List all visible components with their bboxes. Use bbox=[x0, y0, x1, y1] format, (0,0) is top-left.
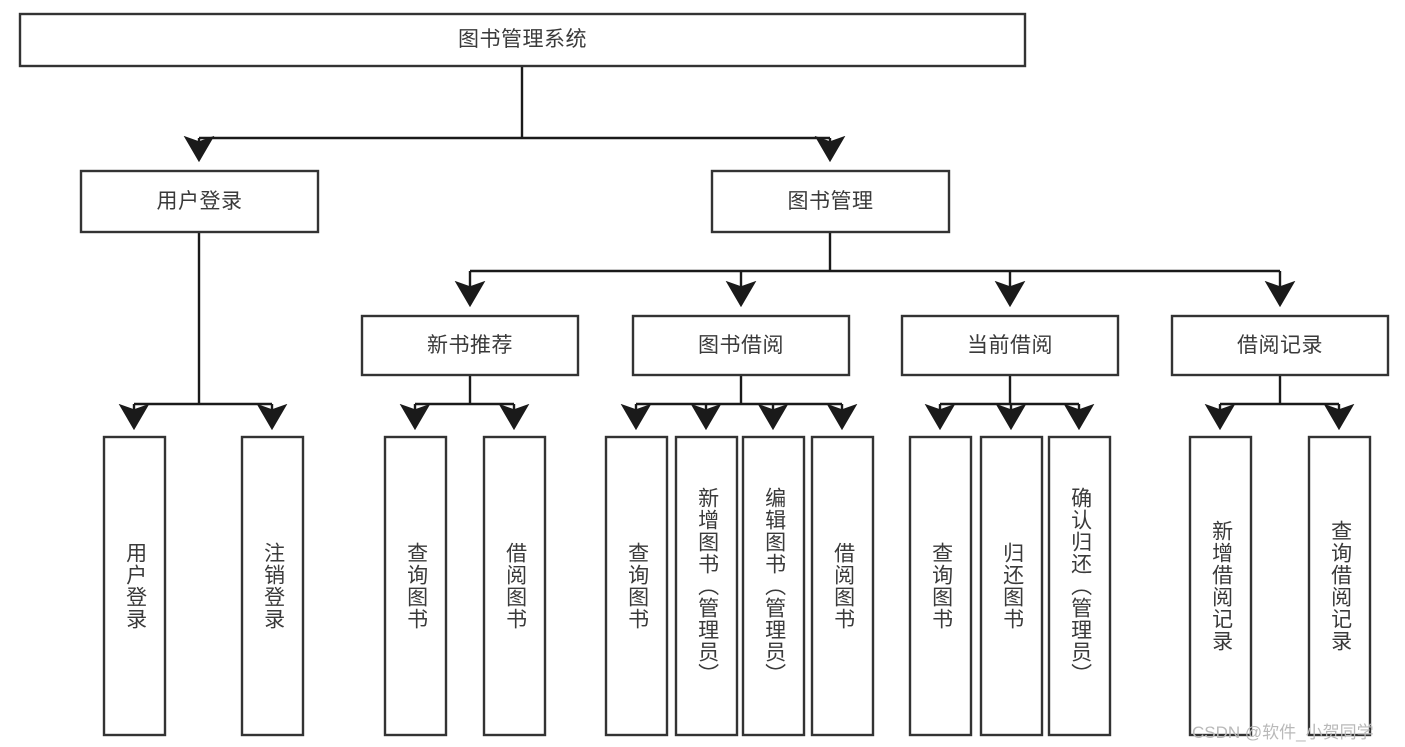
node-box-leaf-logout[interactable] bbox=[240, 435, 305, 737]
watermark: CSDN @软件_小贺同学 bbox=[1192, 723, 1374, 742]
node-box-book-borrow[interactable] bbox=[631, 314, 851, 377]
node-box-user-login[interactable] bbox=[79, 169, 320, 234]
box-layer bbox=[18, 12, 1390, 737]
node-box-leaf-return-book[interactable] bbox=[979, 435, 1044, 737]
node-box-current-borrow[interactable] bbox=[900, 314, 1120, 377]
node-box-leaf-edit-book[interactable] bbox=[741, 435, 806, 737]
node-box-leaf-query-book-cur[interactable] bbox=[908, 435, 973, 737]
node-box-leaf-borrow-book[interactable] bbox=[810, 435, 875, 737]
node-box-leaf-add-record[interactable] bbox=[1188, 435, 1253, 737]
node-box-leaf-borrow-book-rec[interactable] bbox=[482, 435, 547, 737]
node-box-new-book-rec[interactable] bbox=[360, 314, 580, 377]
node-box-borrow-record[interactable] bbox=[1170, 314, 1390, 377]
node-box-book-manage[interactable] bbox=[710, 169, 951, 234]
node-box-leaf-confirm-return[interactable] bbox=[1047, 435, 1112, 737]
node-box-root[interactable] bbox=[18, 12, 1027, 68]
node-box-leaf-user-login[interactable] bbox=[102, 435, 167, 737]
connector-layer bbox=[118, 66, 1355, 431]
node-box-leaf-query-book-borrow[interactable] bbox=[604, 435, 669, 737]
node-box-leaf-query-record[interactable] bbox=[1307, 435, 1372, 737]
node-box-leaf-query-book-rec[interactable] bbox=[383, 435, 448, 737]
node-box-leaf-add-book[interactable] bbox=[674, 435, 739, 737]
